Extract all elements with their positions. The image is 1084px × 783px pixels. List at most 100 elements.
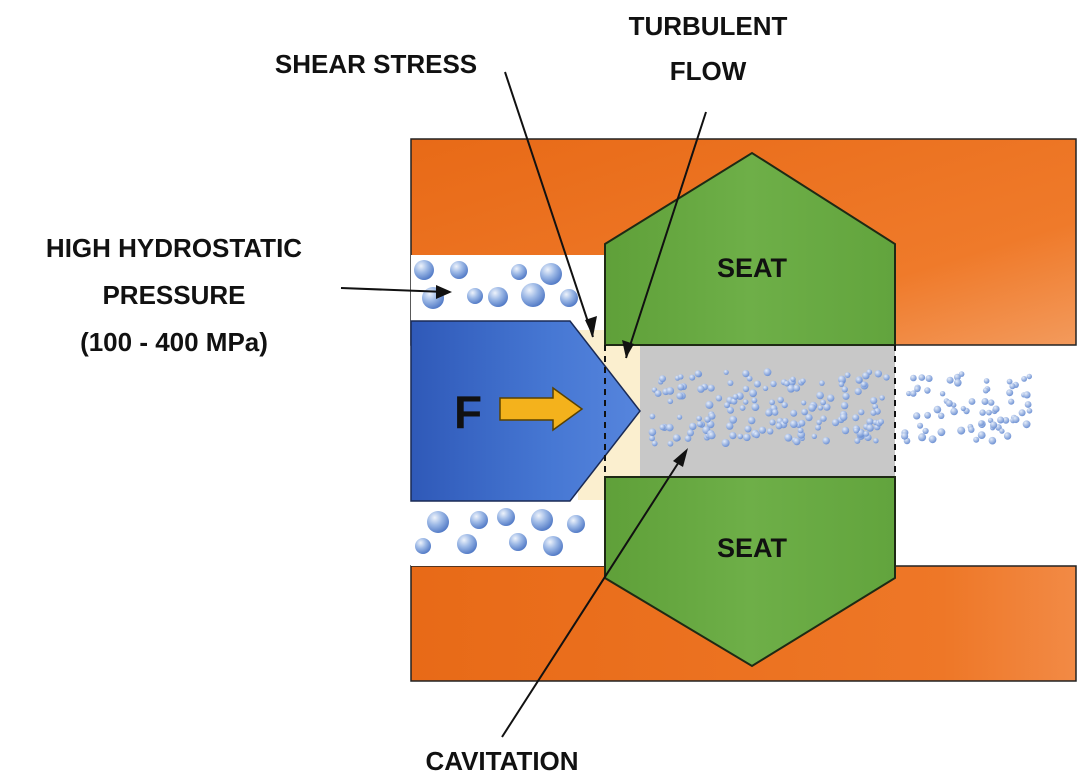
micro-droplet: [753, 380, 761, 388]
micro-droplet: [724, 402, 730, 409]
micro-droplet: [758, 426, 767, 434]
lower-droplets: [415, 508, 585, 556]
micro-droplet: [765, 409, 773, 417]
micro-droplet: [856, 377, 863, 384]
micro-droplet: [687, 429, 694, 437]
micro-droplet: [982, 387, 989, 394]
micro-droplet: [805, 414, 813, 422]
micro-droplet: [694, 370, 702, 378]
micro-droplet: [1006, 389, 1014, 397]
micro-droplet: [1008, 398, 1015, 405]
micro-droplet: [769, 399, 775, 406]
micro-droplet: [770, 380, 777, 388]
micro-droplet: [742, 370, 750, 378]
micro-droplet: [979, 409, 986, 416]
micro-droplet: [689, 422, 697, 431]
shear-stress-leader-head: [585, 316, 597, 337]
micro-droplet: [946, 376, 954, 384]
micro-droplet: [933, 405, 942, 414]
upper-droplets: [414, 260, 578, 309]
micro-droplet: [819, 380, 825, 386]
micro-droplet: [987, 417, 994, 424]
micro-droplet: [666, 387, 675, 395]
micro-droplet: [726, 422, 734, 430]
micro-droplet: [981, 398, 989, 405]
micro-droplet: [723, 369, 729, 375]
micro-droplet: [743, 399, 749, 405]
micro-droplet: [863, 430, 870, 437]
turbulent-flow-leader: [625, 111, 707, 359]
micro-droplet: [866, 418, 874, 426]
micro-droplet: [782, 417, 789, 424]
micro-droplet: [842, 392, 850, 400]
micro-droplet: [667, 440, 674, 447]
micro-droplet: [854, 387, 862, 396]
micro-droplet: [677, 383, 685, 391]
micro-droplet: [762, 385, 769, 391]
micro-droplet: [1024, 401, 1032, 408]
micro-droplet: [746, 375, 753, 382]
micro-droplet: [787, 384, 795, 393]
micro-droplet: [678, 374, 684, 380]
micro-droplet: [654, 390, 662, 397]
micro-droplet: [945, 399, 953, 407]
micro-droplets: [648, 368, 1033, 447]
micro-droplet: [696, 421, 703, 428]
micro-droplet: [798, 419, 806, 427]
micro-droplet: [866, 424, 874, 432]
micro-droplet: [990, 421, 998, 429]
micro-droplet: [997, 416, 1005, 424]
micro-droplet: [988, 436, 997, 445]
micro-droplet: [771, 409, 779, 416]
micro-droplet: [808, 404, 816, 412]
micro-droplet: [870, 409, 877, 416]
shear-stress-label: SHEAR STRESS: [275, 49, 477, 79]
micro-droplet: [763, 368, 772, 377]
micro-droplet: [922, 427, 929, 435]
micro-droplet: [816, 391, 824, 400]
micro-droplet: [844, 372, 851, 378]
micro-droplet: [648, 428, 657, 437]
micro-droplet: [689, 374, 696, 381]
pressure-label-line2: PRESSURE: [102, 280, 245, 310]
micro-droplet: [854, 437, 861, 444]
micro-droplet: [841, 426, 850, 435]
micro-droplet: [968, 426, 975, 433]
micro-droplet: [1026, 373, 1033, 380]
micro-droplet: [968, 398, 976, 405]
micro-droplet: [918, 433, 927, 442]
micro-droplet: [749, 389, 757, 398]
micro-droplet: [954, 379, 962, 387]
micro-droplet: [732, 393, 739, 400]
micro-droplet: [1018, 409, 1026, 417]
micro-droplet: [822, 437, 830, 445]
micro-droplet: [820, 415, 827, 422]
micro-droplet: [924, 411, 931, 419]
micro-droplet: [827, 394, 835, 402]
micro-droplet: [744, 425, 752, 433]
micro-droplet: [938, 412, 945, 419]
micro-droplet: [767, 428, 774, 435]
micro-droplet: [841, 386, 848, 393]
pressure-label-line1: HIGH HYDROSTATIC: [46, 233, 302, 263]
micro-droplet: [789, 420, 798, 428]
micro-droplet: [988, 399, 995, 406]
micro-droplet: [676, 392, 684, 400]
micro-droplet: [852, 414, 860, 422]
cavitation-label: CAVITATION: [425, 746, 578, 776]
micro-droplet: [950, 407, 958, 416]
micro-droplet: [790, 409, 798, 417]
micro-droplet: [910, 390, 917, 397]
micro-droplet: [928, 435, 937, 444]
micro-droplet: [879, 395, 885, 401]
micro-droplet: [801, 408, 808, 416]
micro-droplet: [727, 380, 734, 386]
micro-droplet: [939, 391, 946, 397]
micro-droplet: [1026, 408, 1033, 414]
micro-droplet: [729, 432, 737, 440]
cavitation-leader-head: [673, 448, 688, 467]
micro-droplet: [924, 387, 931, 394]
seat-bottom-label: SEAT: [717, 533, 788, 563]
micro-droplet: [1006, 378, 1013, 385]
